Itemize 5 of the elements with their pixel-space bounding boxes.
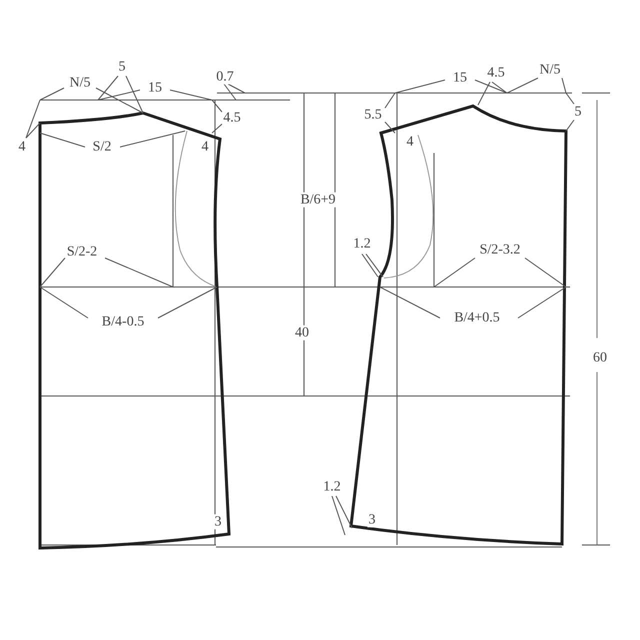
dimension-label: B/6+9 — [299, 192, 337, 208]
dimension-label: 0.7 — [215, 69, 235, 85]
dimension-label: 3 — [214, 514, 222, 530]
dimension-label: 40 — [294, 325, 310, 341]
dimension-label: 3 — [368, 512, 376, 528]
